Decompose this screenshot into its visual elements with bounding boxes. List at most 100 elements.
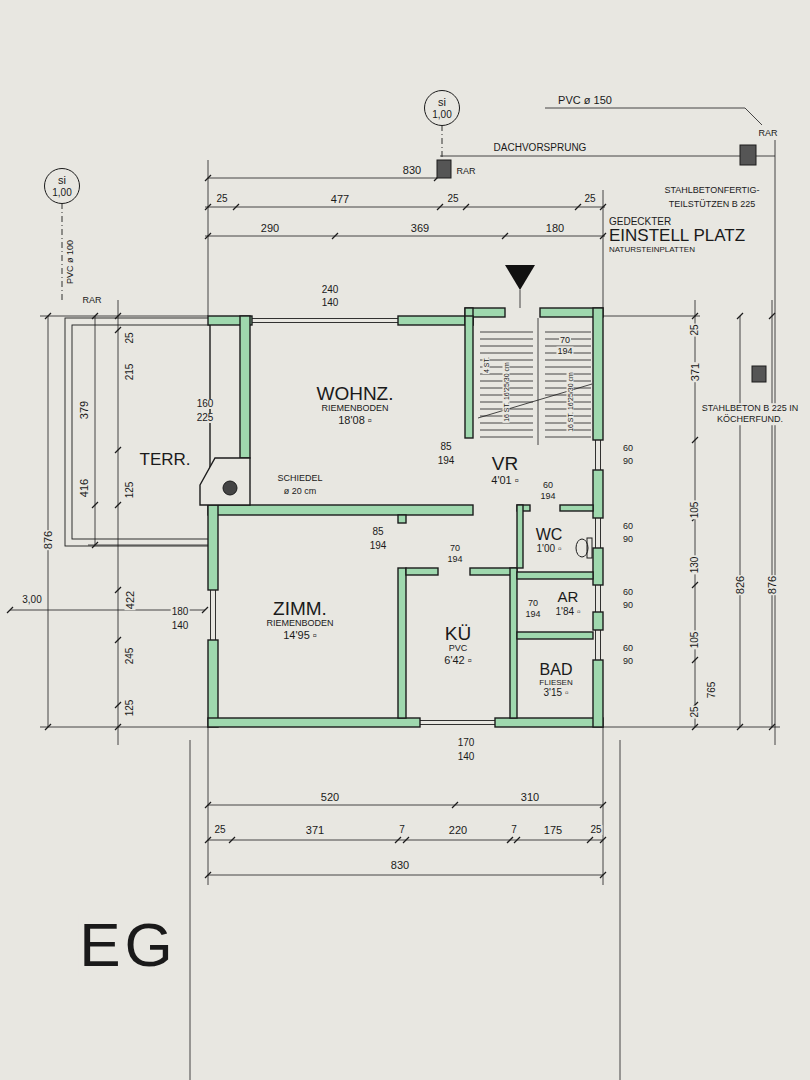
dimension-line: [440, 156, 775, 157]
dimension-tick: [587, 837, 593, 843]
dimension-tick: [332, 233, 338, 239]
window-pane: [210, 590, 211, 640]
plan-label: 194: [539, 492, 556, 501]
room-note: 1,00: [432, 109, 451, 120]
dimension-tick: [769, 313, 775, 319]
dimension-line: [545, 108, 745, 109]
staircase: [478, 318, 592, 445]
chimney-flue: [223, 481, 237, 495]
plan-label: 379: [79, 400, 90, 420]
wall: [593, 548, 603, 585]
room-note: 1,00: [52, 187, 71, 198]
dimension-tick: [45, 313, 51, 319]
dimension-tick: [437, 204, 443, 210]
plan-label: 25: [690, 323, 700, 336]
windows: [211, 319, 601, 725]
plan-label: 826: [735, 575, 746, 595]
window-pane: [215, 590, 216, 640]
plan-label: 140: [321, 298, 340, 308]
room-name: VR: [491, 454, 519, 475]
plan-label: 422: [125, 590, 136, 610]
room: WOHNZ.RIEMENBODEN18'08 ▫: [312, 382, 398, 429]
plan-label: 876: [767, 575, 778, 595]
dimension-line: [208, 178, 437, 179]
dimension-tick: [205, 175, 211, 181]
plan-label: 105: [690, 501, 700, 520]
window-pane: [600, 585, 601, 612]
plan-label: 85: [439, 442, 452, 452]
section-marker: si1,00: [44, 168, 80, 204]
stair-tread: [545, 367, 591, 368]
dimension-line: [603, 727, 780, 728]
plan-label: 60: [622, 588, 634, 597]
wall: [398, 568, 406, 718]
plan-label: 125: [125, 699, 135, 718]
section-line: [442, 125, 443, 160]
plan-label: 70: [559, 336, 571, 345]
room-note: NATURSTEINPLATTEN: [609, 246, 746, 255]
dimension-line: [40, 727, 208, 728]
terrace-edge: [65, 318, 210, 546]
plan-label: 245: [125, 647, 135, 666]
dimension-line: [40, 316, 208, 317]
dimension-tick: [692, 437, 698, 443]
wall: [593, 308, 603, 440]
room-name: si: [58, 174, 66, 186]
dimension-tick: [600, 837, 606, 843]
dimension-tick: [507, 837, 513, 843]
plan-label: 180: [545, 223, 565, 234]
chimney-symbol: [200, 458, 250, 505]
plan-label: RAR: [757, 129, 778, 138]
plan-label: 215: [125, 363, 135, 382]
column-symbol: [740, 145, 756, 165]
wall: [465, 316, 473, 438]
dimension-tick: [115, 327, 121, 333]
plan-label: 876: [43, 530, 54, 550]
dimension-tick: [600, 204, 606, 210]
room-name: si: [438, 96, 446, 108]
dimension-tick: [233, 204, 239, 210]
wall: [517, 572, 593, 579]
plan-label: 477: [330, 194, 350, 205]
toilet-tank: [587, 538, 592, 558]
dimension-tick: [205, 872, 211, 878]
dimension-ticks: [7, 175, 775, 878]
plan-label: 830: [390, 860, 410, 871]
section-lines: [62, 125, 442, 300]
section-line: [62, 203, 63, 300]
plan-label: 240: [321, 285, 340, 295]
plan-label: 25: [215, 194, 228, 204]
dimension-tick: [395, 837, 401, 843]
plan-label: 25: [690, 705, 700, 718]
plan-label: EG: [78, 914, 178, 976]
dimension-line: [88, 545, 208, 546]
window-pane: [420, 720, 495, 721]
dimension-tick: [115, 587, 121, 593]
dimension-line: [775, 140, 776, 745]
room-name: ZIMM.: [266, 599, 334, 620]
dimension-tick: [115, 637, 121, 643]
dimension-tick: [92, 542, 98, 548]
plan-label: 765: [707, 681, 717, 700]
window-pane: [420, 724, 495, 725]
plan-label: 90: [622, 657, 634, 666]
dimension-tick: [692, 582, 698, 588]
dimension-tick: [115, 502, 121, 508]
plan-label: 130: [690, 556, 700, 575]
plan-label: 830: [402, 165, 422, 176]
plan-label: PVC ø 100: [66, 239, 75, 285]
dimension-tick: [205, 837, 211, 843]
stair-tread: [480, 437, 533, 438]
stair-tread: [480, 339, 533, 340]
wall: [593, 612, 603, 630]
plan-label: 180: [171, 607, 190, 617]
plan-label: ø 20 cm: [283, 487, 318, 496]
dimension-line: [603, 316, 700, 317]
dimension-tick: [514, 837, 520, 843]
dimension-tick: [403, 837, 409, 843]
plan-label: 194: [556, 347, 573, 356]
dimension-tick: [600, 872, 606, 878]
stair-tread: [538, 318, 539, 445]
window-pane: [600, 440, 601, 470]
stair-tread: [545, 437, 591, 438]
